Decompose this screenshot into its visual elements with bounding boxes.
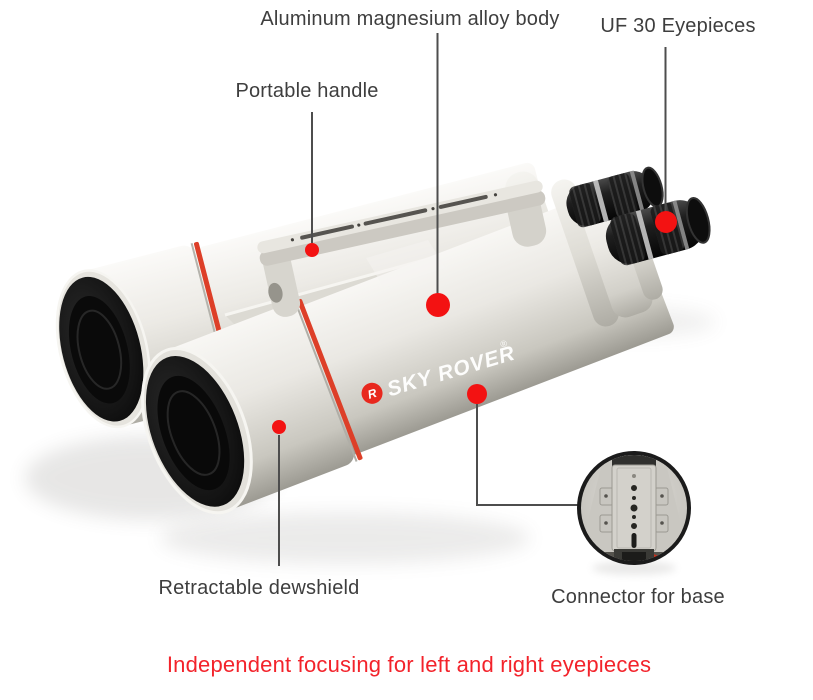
registered-mark: ® [499,338,509,350]
brand-logo-letter: R [366,386,379,402]
callout-label-eyepieces: UF 30 Eyepieces [600,15,756,37]
callout-dot-eyepieces [655,211,677,233]
eyepiece-upper [566,166,664,228]
callout-label-dewshield: Retractable dewshield [158,577,360,599]
body-label-plate [366,240,446,288]
callout-dot-handle [305,243,319,257]
callout-label-connector: Connector for base [551,586,725,608]
callout-label-handle: Portable handle [235,80,379,102]
carry-handle [257,180,547,317]
callout-dots [272,211,677,434]
sky-rover-roundel-icon [361,382,383,404]
callout-dot-dewshield [272,420,286,434]
red-accent-ring-lower [297,298,363,461]
callout-dot-body [426,293,450,317]
lower-barrel [141,186,674,515]
leader-line-connector [476,404,579,506]
leader-lines [278,33,667,566]
callout-dot-connector [467,384,487,404]
connector-inset [577,451,691,565]
callout-label-body: Aluminum magnesium alloy body [260,8,560,30]
caption-independent-focusing: Independent focusing for left and right … [166,652,652,677]
